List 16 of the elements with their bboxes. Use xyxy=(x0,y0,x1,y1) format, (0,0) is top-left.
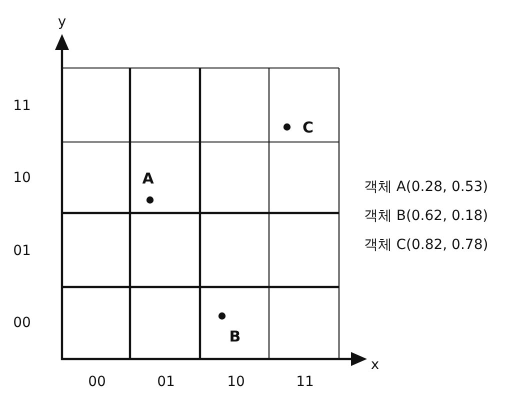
object-coordinate-text: 객체 C(0.82, 0.78) xyxy=(364,238,488,252)
axis-label: y xyxy=(58,15,66,29)
column-label: 01 xyxy=(157,375,175,389)
row-label: 01 xyxy=(13,244,31,258)
object-coordinate-text: 객체 A(0.28, 0.53) xyxy=(364,180,488,194)
axis-label: x xyxy=(370,358,380,372)
point-label: C xyxy=(302,120,314,136)
column-label: 11 xyxy=(296,375,314,389)
row-label: 10 xyxy=(13,171,31,185)
column-label: 10 xyxy=(227,375,245,389)
point-label: A xyxy=(142,172,154,186)
object-coordinate-text: 객체 B(0.62, 0.18) xyxy=(364,209,488,223)
column-label: 00 xyxy=(88,375,106,389)
point-label: B xyxy=(229,330,241,344)
row-label: 11 xyxy=(13,99,31,113)
row-label: 00 xyxy=(13,316,31,330)
